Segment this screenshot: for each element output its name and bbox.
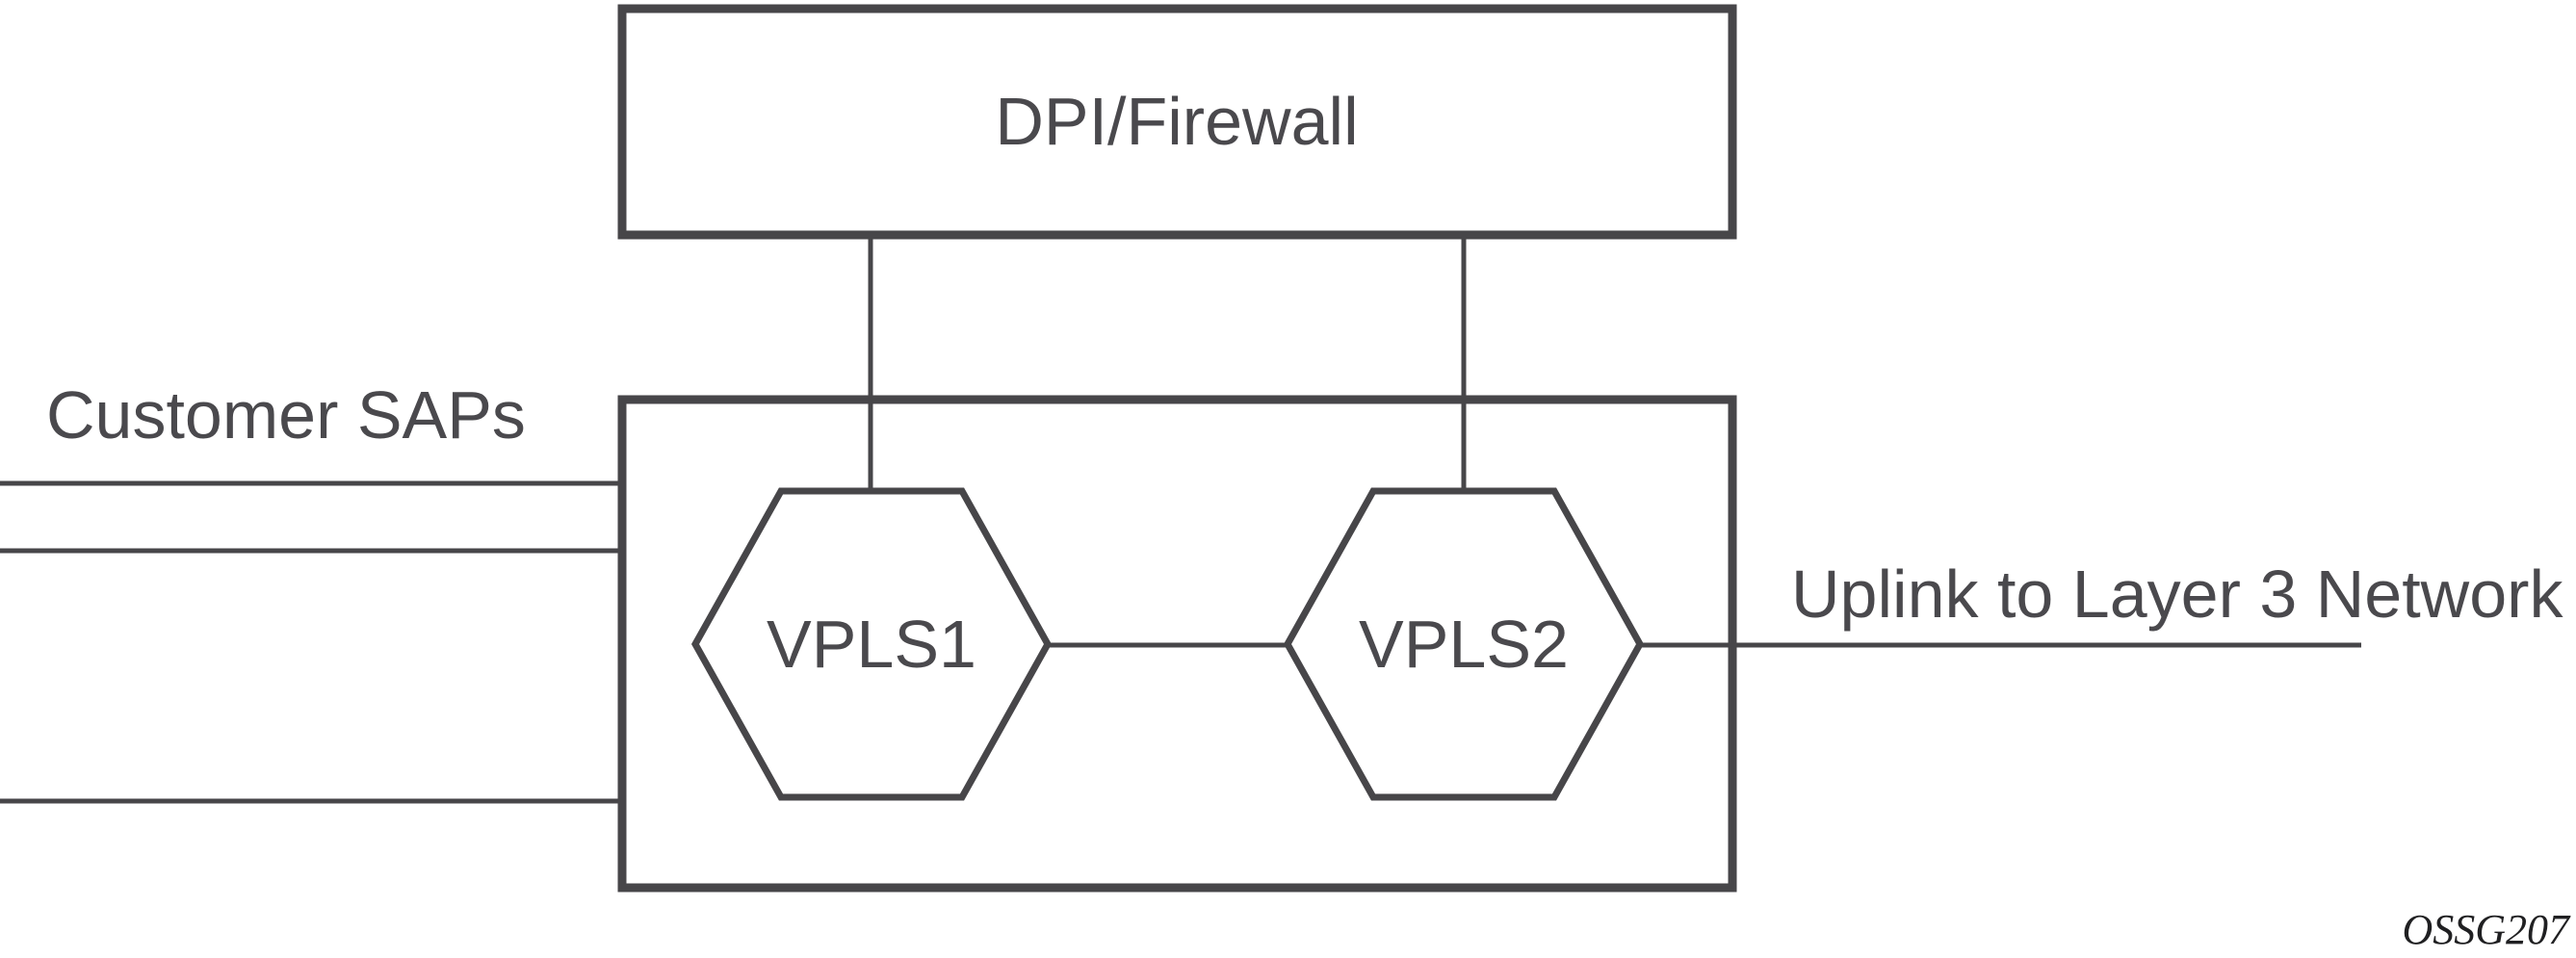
uplink-label: Uplink to Layer 3 Network: [1791, 557, 2563, 632]
customer-saps-label: Customer SAPs: [46, 377, 526, 453]
figure-id-label: OSSG207: [2402, 906, 2569, 953]
dpi-firewall-label: DPI/Firewall: [995, 84, 1359, 159]
dpi-firewall-box: [617, 4, 1737, 240]
vpls1-label: VPLS1: [767, 607, 976, 682]
vpls2-label: VPLS2: [1359, 607, 1569, 682]
